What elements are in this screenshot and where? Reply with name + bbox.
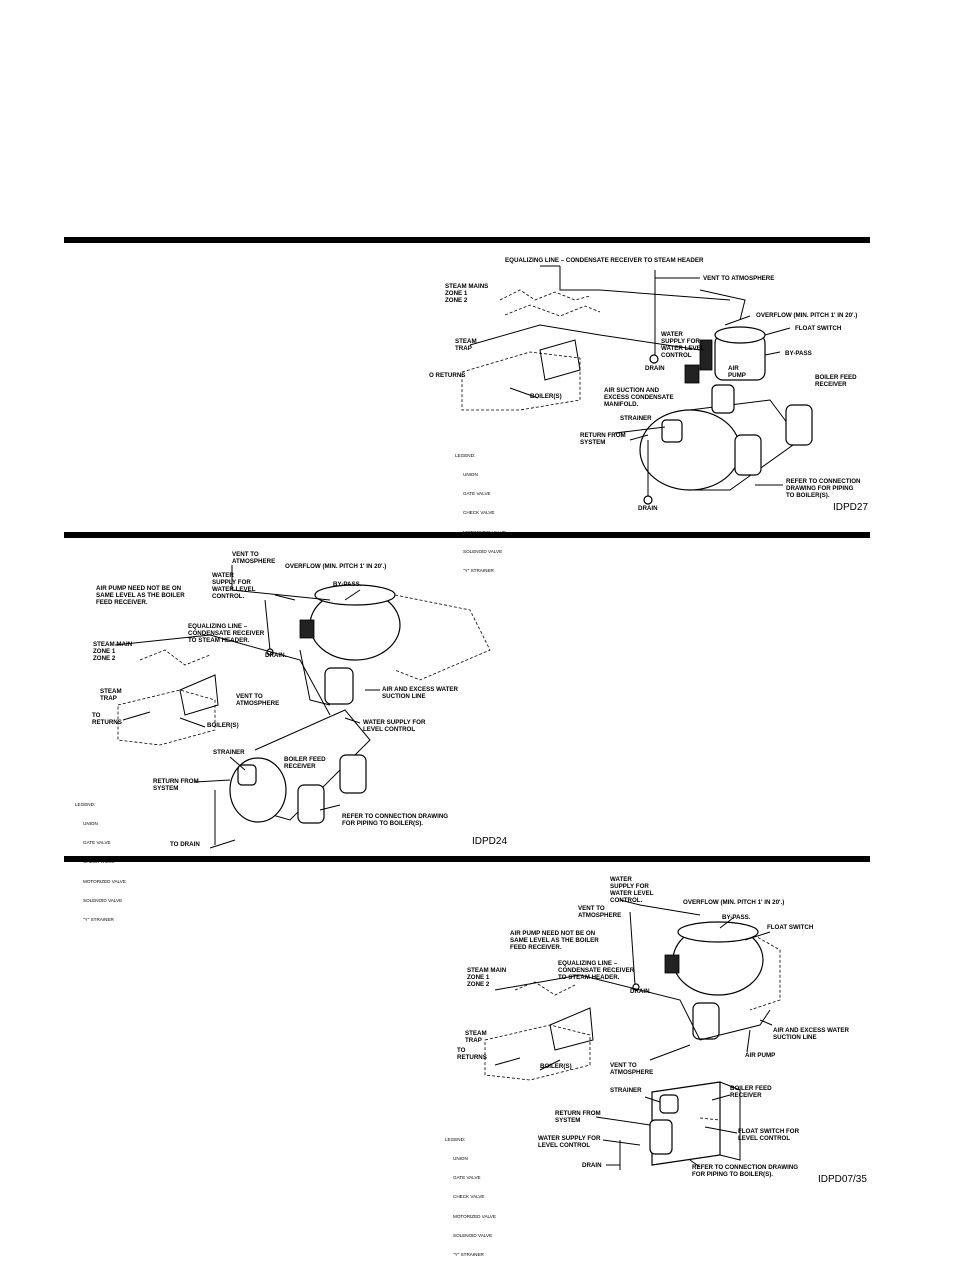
label-equalizing-line: EQUALIZING LINE – CONDENSATE RECEIVER TO…: [505, 257, 704, 264]
legend-title: LEGEND:: [455, 452, 476, 458]
label-overflow: OVERFLOW (MIN. PITCH 1' in 20'.): [683, 899, 785, 906]
legend-item-motorized-valve: MOTORIZED VALVE: [463, 529, 506, 535]
label-drain-top: DRAIN: [645, 365, 665, 372]
label-boiler-feed-receiver: BOILER FEED RECEIVER: [730, 1085, 772, 1099]
label-vent-to-atmosphere: VENT TO ATMOSPHERE: [703, 275, 775, 282]
label-air-pump: AIR PUMP: [745, 1052, 776, 1059]
label-steam-main: STEAM MAIN ZONE 1 ZONE 2: [467, 967, 507, 988]
label-boilers: BOILER(S): [207, 722, 239, 729]
label-steam-trap: STEAM TRAP: [465, 1030, 487, 1044]
legend-item-y-strainer: "Y" STRAINER: [463, 568, 494, 574]
label-float-switch-level: FLOAT SWITCH FOR LEVEL CONTROL: [738, 1128, 800, 1142]
diagram-code-idpd07-35: IDPD07/35: [818, 1174, 867, 1185]
label-to-drain: TO DRAIN: [170, 841, 200, 848]
label-by-pass: BY-PASS.: [722, 914, 751, 921]
label-vent-mid: VENT TO ATMOSPHERE: [610, 1062, 654, 1076]
label-by-pass: BY-PASS: [785, 350, 812, 357]
label-boilers: BOILER(S): [540, 1063, 572, 1070]
legend-item-solenoid-valve: SOLENOID VALVE: [83, 897, 123, 903]
separator-rule-bottom: [64, 856, 870, 862]
label-vent-top: VENT TO ATMOSPHERE: [232, 551, 276, 565]
label-refer-connection: REFER TO CONNECTION DRAWING FOR PIPING T…: [786, 478, 861, 499]
label-drain-bottom: DRAIN: [638, 505, 658, 512]
legend-item-check-valve: CHECK VALVE: [463, 510, 495, 516]
legend-item-motorized-valve: MOTORIZED VALVE: [453, 1213, 496, 1219]
piping-drawing-idpd27: [461, 265, 813, 505]
label-to-returns: TO RETURNS: [457, 1047, 487, 1061]
separator-rule-top: [64, 237, 870, 243]
legend-item-y-strainer: "Y" STRAINER: [83, 917, 114, 923]
legend-idpd24: LEGEND: UNION GATE VALVE CHECK VALVE MOT…: [75, 789, 126, 936]
label-boilers: BOILER(S): [530, 393, 562, 400]
legend-item-union: UNION: [463, 472, 478, 478]
label-water-supply: WATER SUPPLY FOR WATER LEVEL CONTROL: [661, 331, 705, 359]
legend-item-solenoid-valve: SOLENOID VALVE: [453, 1232, 493, 1238]
label-boiler-feed-receiver: BOILER FEED RECEIVER: [815, 374, 857, 388]
label-returns: O RETURNS: [429, 372, 466, 379]
legend-idpd07-35: LEGEND: UNION GATE VALVE CHECK VALVE MOT…: [445, 1124, 496, 1271]
label-air-excess-water: AIR AND EXCESS WATER SUCTION LINE: [382, 686, 458, 700]
label-refer-connection: REFER TO CONNECTION DRAWING FOR PIPING T…: [692, 1164, 799, 1178]
label-water-supply: WATER SUPPLY FOR WATER LEVEL CONTROL.: [610, 876, 654, 904]
legend-title: LEGEND:: [75, 801, 96, 807]
label-water-supply-level: WATER SUPPLY FOR LEVEL CONTROL: [538, 1135, 601, 1149]
label-return-from-system: RETURN FROM SYSTEM: [580, 432, 626, 446]
diagram-idpd07-35: WATER SUPPLY FOR WATER LEVEL CONTROL. VE…: [445, 876, 867, 1257]
label-equalizing-line: EQUALIZING LINE – CONDENSATE RECEIVER TO…: [188, 623, 265, 644]
diagram-code-idpd24: IDPD24: [472, 836, 508, 847]
label-refer-connection: REFER TO CONNECTION DRAWING FOR PIPING T…: [342, 813, 449, 827]
label-strainer: STRAINER: [213, 749, 245, 756]
label-boiler-feed-receiver: BOILER FEED RECEIVER: [284, 756, 326, 770]
label-steam-trap: STEAM TRAP: [455, 338, 477, 352]
legend-item-union: UNION: [83, 821, 98, 827]
label-drain-bottom: DRAIN: [582, 1162, 602, 1169]
label-return-from-system: RETURN FROM SYSTEM: [555, 1110, 601, 1124]
label-vent-mid: VENT TO ATMOSPHERE: [236, 693, 280, 707]
label-strainer: STRAINER: [620, 415, 652, 422]
legend-title: LEGEND:: [445, 1136, 466, 1142]
legend-item-gate-valve: GATE VALVE: [453, 1175, 481, 1181]
label-overflow: OVERFLOW (MIN. PITCH 1' in 20'.): [756, 312, 858, 319]
diagram-idpd24: VENT TO ATMOSPHERE OVERFLOW (MIN. PITCH …: [75, 551, 508, 922]
label-steam-trap: STEAM TRAP: [100, 688, 122, 702]
legend-idpd27: LEGEND: UNION GATE VALVE CHECK VALVE MOT…: [455, 440, 506, 587]
label-return-from-system: RETURN FROM SYSTEM: [153, 778, 199, 792]
piping-drawing-idpd07-35: [484, 899, 781, 1170]
label-strainer: STRAINER: [610, 1087, 642, 1094]
label-by-pass: BY-PASS.: [333, 581, 362, 588]
piping-drawing-idpd24: [114, 565, 491, 849]
label-drain: DRAIN.: [265, 652, 287, 659]
label-vent-top: VENT TO ATMOSPHERE: [578, 905, 622, 919]
label-float-switch: FLOAT SWITCH: [795, 325, 842, 332]
label-equalizing-line: EQUALIZING LINE – CONDENSATE RECEIVER TO…: [558, 960, 635, 981]
label-water-supply: WATER SUPPLY FOR WATER LEVEL CONTROL.: [212, 572, 256, 600]
separator-rule-middle: [64, 532, 870, 538]
legend-item-check-valve: CHECK VALVE: [453, 1194, 485, 1200]
label-water-supply-level: WATER SUPPLY FOR LEVEL CONTROL: [363, 719, 426, 733]
diagram-idpd27: EQUALIZING LINE – CONDENSATE RECEIVER TO…: [0, 0, 954, 573]
legend-item-solenoid-valve: SOLENOID VALVE: [463, 548, 503, 554]
legend-item-gate-valve: GATE VALVE: [83, 840, 111, 846]
label-air-pump-note: AIR PUMP NEED NOT BE ON SAME LEVEL AS TH…: [510, 930, 599, 951]
legend-item-union: UNION: [453, 1156, 468, 1162]
label-overflow: OVERFLOW (MIN. PITCH 1' in 20'.): [285, 563, 387, 570]
label-steam-main: STEAM MAIN ZONE 1 ZONE 2: [93, 641, 133, 662]
label-steam-mains: STEAM MAINS ZONE 1 ZONE 2: [445, 283, 489, 304]
label-air-suction-manifold: AIR SUCTION AND EXCESS CONDENSATE MANIFO…: [604, 387, 674, 408]
diagram-code-idpd27: IDPD27: [833, 502, 869, 513]
label-air-pump: AIR PUMP: [728, 365, 746, 379]
legend-item-y-strainer: "Y" STRAINER: [453, 1252, 484, 1258]
legend-item-check-valve: CHECK VALVE: [83, 859, 115, 865]
legend-item-gate-valve: GATE VALVE: [463, 491, 491, 497]
label-to-returns: TO RETURNS: [92, 712, 122, 726]
label-drain: DRAIN.: [630, 988, 652, 995]
label-air-excess-water: AIR AND EXCESS WATER SUCTION LINE: [773, 1027, 849, 1041]
legend-item-motorized-valve: MOTORIZED VALVE: [83, 878, 126, 884]
label-air-pump-note: AIR PUMP NEED NOT BE ON SAME LEVEL AS TH…: [96, 585, 185, 606]
label-float-switch: FLOAT SWITCH: [767, 924, 814, 931]
